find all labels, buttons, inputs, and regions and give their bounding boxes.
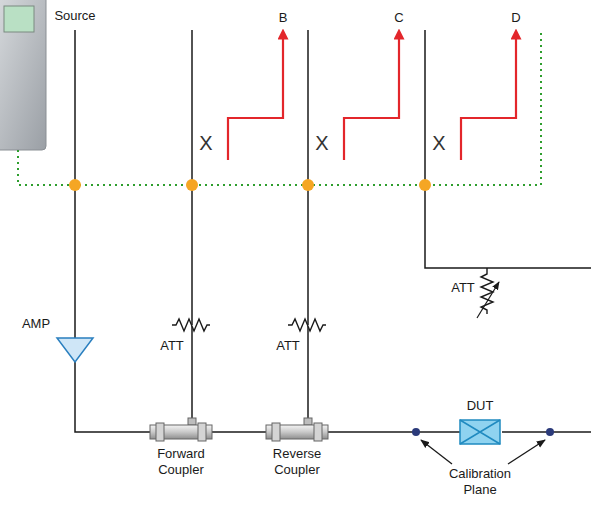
plane-label: Calibration Plane — [440, 466, 520, 498]
leader-line — [508, 440, 545, 464]
junction-dots — [69, 179, 431, 191]
port-name: Source — [54, 8, 95, 24]
leader-line — [421, 440, 452, 464]
receiver-name: B — [279, 10, 288, 26]
attenuator-label: ATT — [160, 338, 184, 354]
d-wire — [425, 30, 591, 268]
source-wire — [75, 30, 150, 432]
instrument-picture — [0, 0, 46, 150]
calibration-dot — [412, 428, 420, 436]
dut-symbol — [458, 418, 502, 446]
rf-line — [212, 431, 266, 433]
amplifier-symbol — [57, 338, 93, 362]
if-output-arrows — [228, 34, 516, 160]
dut-box: DUT — [455, 398, 505, 446]
receiver-boundary — [18, 30, 541, 185]
coupler-symbol — [266, 418, 328, 442]
mixer-symbol: X — [315, 132, 328, 154]
coupler-name: Forward Coupler — [137, 446, 225, 478]
mixer-symbol: X — [199, 132, 212, 154]
coupler-symbol — [150, 418, 212, 442]
attenuator-label: ATT — [276, 338, 300, 354]
amplifier-label: AMP — [22, 316, 50, 332]
receiver-name: C — [394, 10, 403, 26]
resistor-symbol — [288, 319, 326, 331]
resistor-symbol — [172, 319, 210, 331]
coupler-box: Forward Coupler — [137, 418, 225, 478]
c-wire — [307, 30, 309, 418]
mixer-symbol: X — [432, 132, 445, 154]
receiver-name: D — [511, 10, 520, 26]
calibration-dot — [546, 428, 554, 436]
dut-body — [460, 420, 500, 444]
device-name: DUT — [467, 398, 494, 414]
attenuator-label: ATT — [451, 280, 475, 296]
instrument-screen — [4, 6, 34, 32]
rf-line — [328, 431, 460, 433]
coupler-box: Reverse Coupler — [253, 418, 341, 478]
variable-arrow — [477, 282, 499, 318]
b-wire — [191, 30, 193, 418]
variable-attenuator-symbol — [481, 268, 493, 314]
coupler-name: Reverse Coupler — [253, 446, 341, 478]
